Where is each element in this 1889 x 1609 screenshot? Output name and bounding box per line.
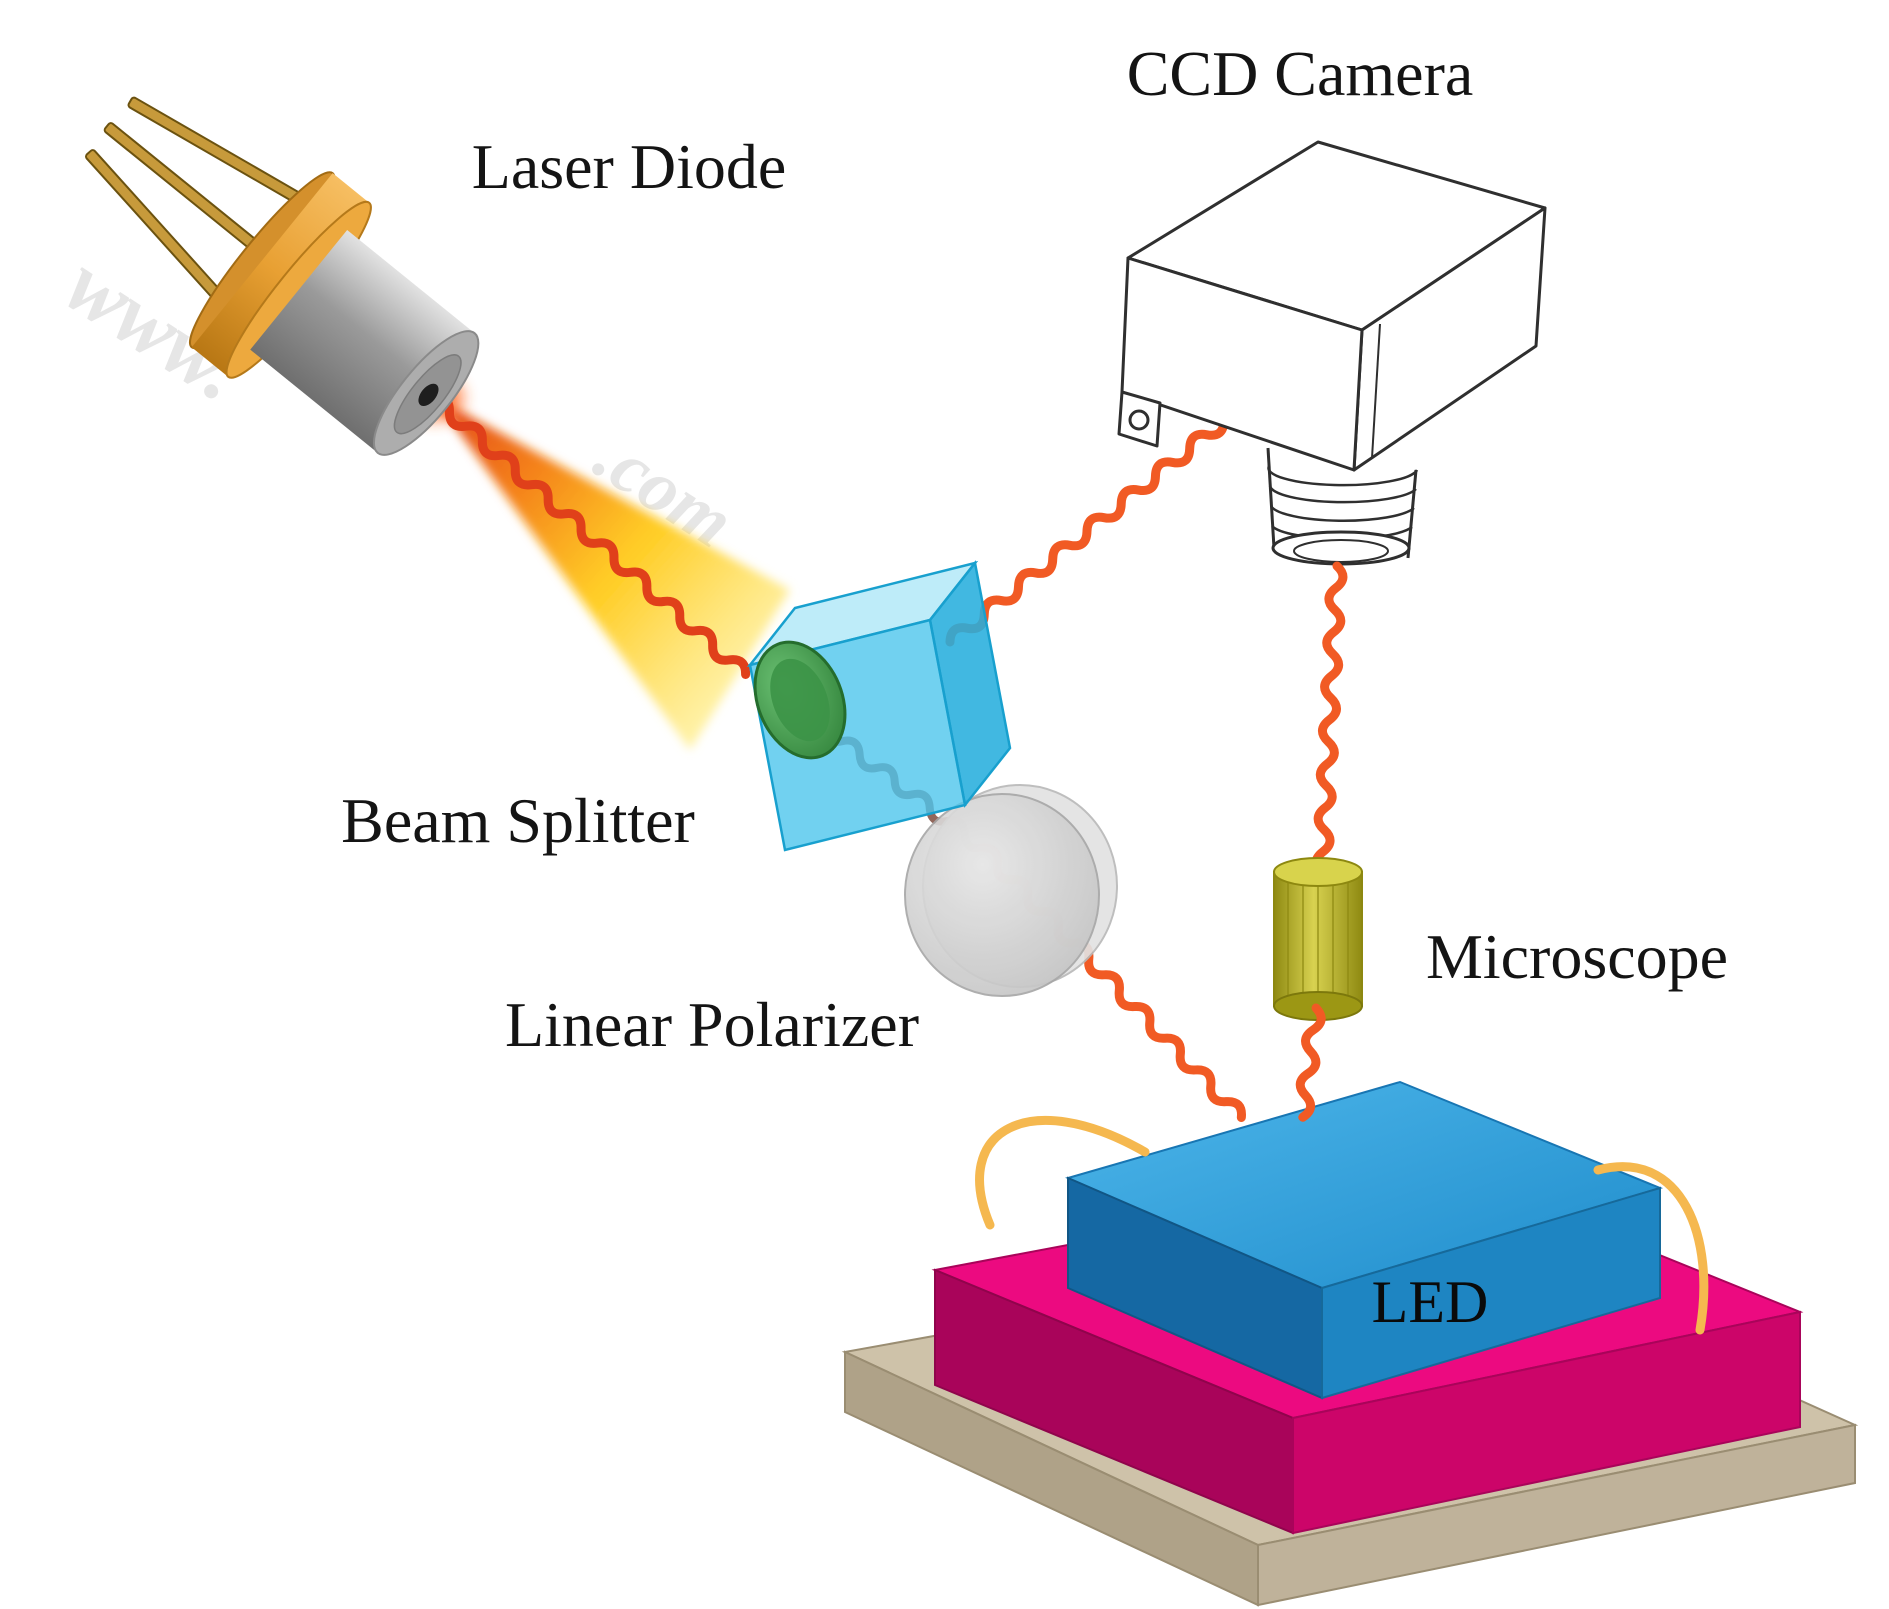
camera-bracket-hole [1128,409,1150,431]
barrel-thread [1269,505,1415,522]
wave-to-camera-group [945,416,1229,647]
base-plate-right-face [1257,1423,1856,1607]
barrel-thread [1267,465,1419,487]
polarizer-face [904,793,1100,997]
lens-inner [770,658,830,742]
barrel-thread [1268,485,1417,504]
led-chip [1065,1080,1664,1400]
laser-diode-graphic [85,96,480,456]
beam-splitter-label: Beam Splitter [341,785,695,856]
laser-aperture [418,383,439,407]
camera-panel-line [1371,323,1381,459]
wave-microscope-to-led [1295,1003,1326,1122]
barrel-bottom-rim [1271,530,1411,566]
wave-laser-to-splitter [428,392,751,680]
microscope-flutes [1287,876,1349,1007]
laser-beam-wave [428,392,751,680]
green-entry-lens [753,640,847,760]
microscope-top [1273,857,1363,887]
sample-stage-stack [841,1080,1859,1607]
wave-camera-down-group [1311,561,1348,879]
laser-pins [85,96,315,313]
ccd-camera-graphic [1117,140,1547,566]
barrel-right-edge [1406,469,1418,559]
wave-camera-to-microscope [1311,561,1348,879]
barrel-bottom-inner [1293,539,1389,563]
bond-wire-right [1593,1162,1709,1335]
beam-splitter-cube [746,560,1012,852]
laser-body [250,229,480,456]
led-right-face [1321,1186,1661,1400]
bond-wire-left [975,1116,1150,1230]
wave-microscope-down-group [1295,1003,1326,1122]
wave-splitter-to-camera [945,416,1229,647]
linear-polarizer-label: Linear Polarizer [505,989,919,1060]
flange-body [191,173,370,377]
laser-pin [127,96,315,211]
laser-beam [407,376,790,750]
microscope-objective [1273,857,1363,1021]
stage-right-face [1292,1310,1801,1535]
barrel-left-edge [1266,447,1276,549]
laser-diode-label: Laser Diode [472,131,787,202]
polarizer-disc [904,784,1118,997]
camera-front-face [1120,256,1364,472]
led-label: LED [1372,1269,1489,1335]
ccd-camera-label: CCD Camera [1127,38,1474,109]
microscope-label: Microscope [1426,921,1728,992]
